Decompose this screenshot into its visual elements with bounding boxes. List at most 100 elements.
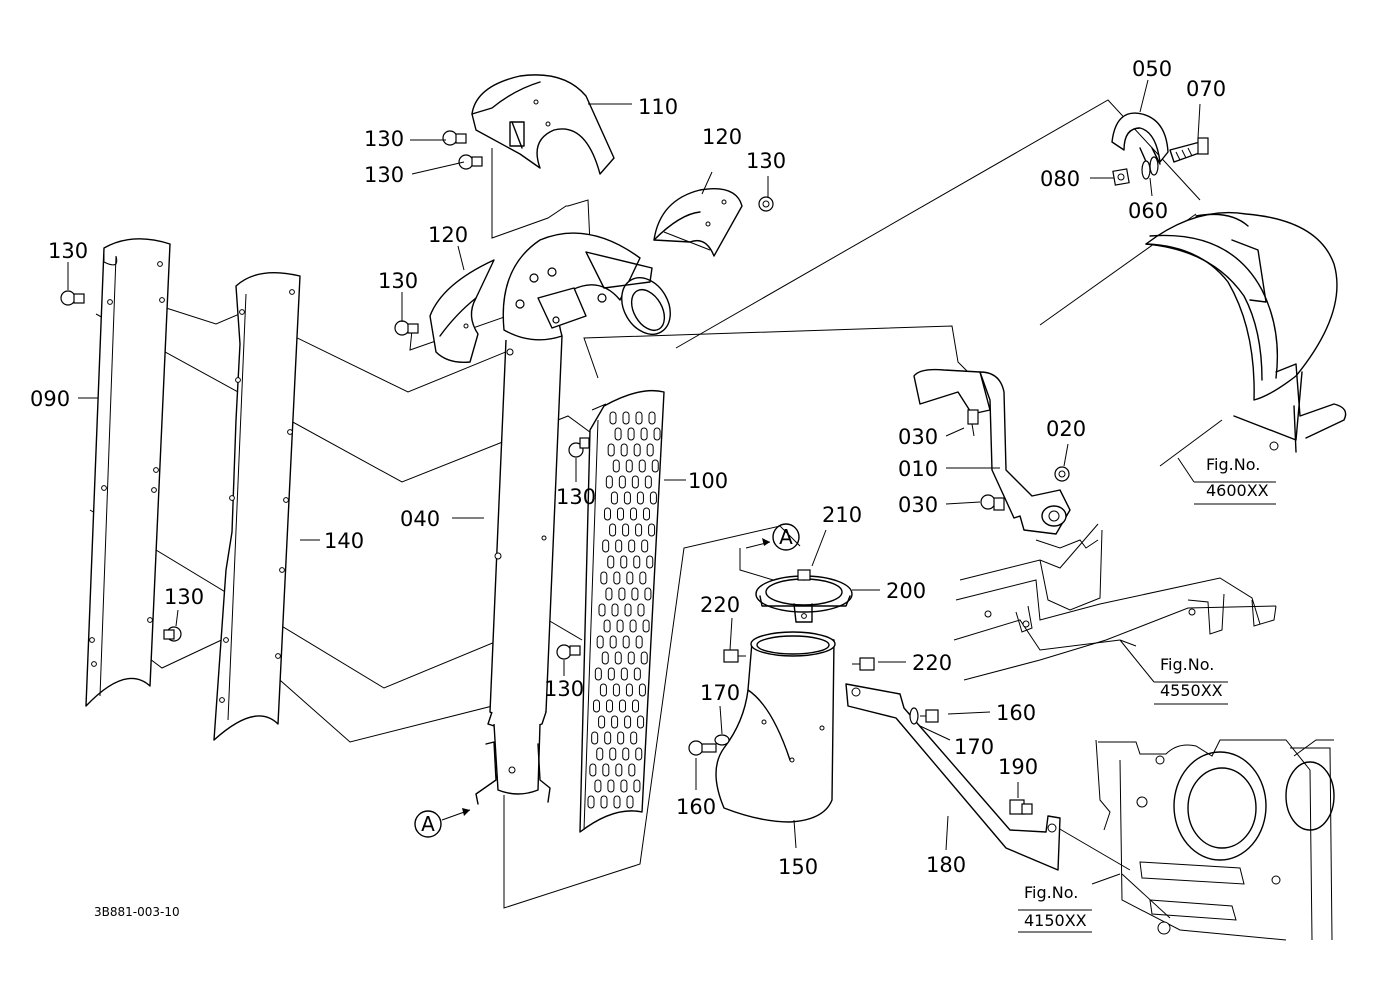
perforation-slot	[640, 427, 648, 441]
perforation-slot	[589, 763, 597, 777]
perforation-slot	[613, 795, 621, 809]
perforation-slot	[603, 619, 611, 633]
band-clamp-050	[1111, 112, 1169, 167]
bolt-070	[1169, 137, 1209, 163]
label-130-f: 130	[556, 485, 596, 509]
perforation-slot	[612, 683, 620, 697]
label-080: 080	[1040, 167, 1080, 191]
perforation-slot	[610, 491, 618, 505]
perforation-slot	[607, 667, 615, 681]
muffler-stay-010	[913, 368, 1071, 535]
perforation-slot	[635, 411, 643, 425]
bolt-130-d	[394, 320, 419, 336]
perforation-slot	[622, 523, 630, 537]
perforation-slot	[599, 683, 607, 697]
perforation-slot	[602, 763, 610, 777]
perforation-slot	[622, 635, 630, 649]
heat-shield-120-right	[653, 188, 743, 257]
bolt-130-a	[442, 130, 467, 146]
perforation-slot	[636, 491, 644, 505]
perforation-slot	[604, 731, 612, 745]
perforation-slot	[644, 475, 652, 489]
label-040: 040	[400, 507, 440, 531]
nut-020	[1054, 466, 1070, 482]
perforation-slot	[646, 555, 654, 569]
perforation-slot	[648, 411, 656, 425]
perforation-slot	[598, 715, 606, 729]
perforation-slot	[648, 523, 656, 537]
heat-shield-140	[213, 271, 301, 741]
perforation-slot	[612, 459, 620, 473]
elbow-pipe	[502, 232, 671, 341]
perforation-slot	[598, 603, 606, 617]
svg-text:Fig.No.: Fig.No.	[1160, 655, 1214, 674]
perforation-slot	[617, 731, 625, 745]
bolt-130-g	[163, 626, 182, 642]
label-120-left: 120	[428, 223, 468, 247]
perforation-slot	[609, 411, 617, 425]
perforation-slot	[605, 587, 613, 601]
perforation-slot	[633, 555, 641, 569]
perforation-slot	[615, 763, 623, 777]
perforation-slot	[594, 667, 602, 681]
perforation-slot	[609, 747, 617, 761]
perforation-slot	[618, 587, 626, 601]
svg-text:4550XX: 4550XX	[1160, 681, 1223, 700]
label-200: 200	[886, 579, 926, 603]
perforation-slot	[618, 475, 626, 489]
nut-080	[1112, 168, 1130, 186]
bolt-130-c	[758, 196, 774, 212]
perforation-slots	[587, 411, 661, 809]
heat-shield-090	[85, 238, 171, 707]
label-130-b: 130	[364, 163, 404, 187]
perforation-slot	[653, 427, 661, 441]
perforation-slot	[591, 731, 599, 745]
perforation-slot	[607, 443, 615, 457]
perforation-slot	[626, 571, 634, 585]
perforation-slot	[609, 523, 617, 537]
bolt-130-b	[458, 154, 483, 170]
fig-ref-4550XX: Fig.No. 4550XX	[1154, 655, 1228, 705]
tail-pipe-150	[715, 631, 836, 823]
perforation-slot	[600, 571, 608, 585]
perforation-slot	[620, 555, 628, 569]
drawing-code: 3B881-003-10	[94, 905, 180, 919]
perforation-slot	[596, 747, 604, 761]
perforation-slot	[641, 539, 649, 553]
perforation-slot	[606, 699, 613, 713]
perforation-slot	[617, 507, 624, 521]
label-130-a: 130	[364, 127, 404, 151]
bolt-130-f	[568, 437, 590, 458]
perforation-slot	[631, 587, 639, 601]
perforation-slot	[607, 555, 615, 569]
perforation-slot	[593, 699, 600, 713]
bolt-160-right	[920, 709, 939, 723]
perforation-slot	[604, 507, 611, 521]
label-170-right: 170	[954, 735, 994, 759]
label-210: 210	[822, 503, 862, 527]
perforation-slot	[619, 699, 626, 713]
label-170-left: 170	[700, 681, 740, 705]
perforation-slot	[605, 475, 613, 489]
perforation-slot	[609, 635, 617, 649]
label-140: 140	[324, 529, 364, 553]
perforation-slot	[635, 635, 643, 649]
fig-ref-4150XX: Fig.No. 4150XX	[1018, 883, 1092, 933]
perforation-slot	[643, 507, 650, 521]
perforation-slot	[625, 459, 633, 473]
label-130-c: 130	[746, 149, 786, 173]
perforation-slot	[600, 795, 608, 809]
perforation-slot	[637, 603, 645, 617]
perforation-slot	[611, 603, 619, 617]
perforation-slot	[624, 715, 632, 729]
clamp-ring-200	[755, 569, 853, 623]
perforation-slot	[602, 539, 610, 553]
perforation-slot	[633, 779, 641, 793]
ref-marker-a-upper: A	[745, 523, 800, 551]
perforation-slot	[633, 443, 641, 457]
label-160-right: 160	[996, 701, 1036, 725]
svg-text:A: A	[421, 812, 435, 836]
label-010: 010	[898, 457, 938, 481]
label-220-left: 220	[700, 593, 740, 617]
label-070: 070	[1186, 77, 1226, 101]
